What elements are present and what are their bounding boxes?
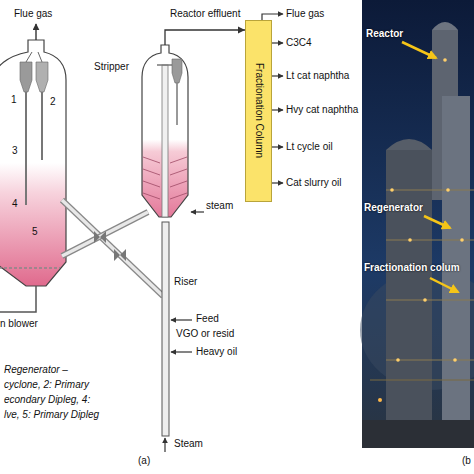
product-label: Lt cycle oil (286, 141, 333, 153)
callout-number: 5 (32, 226, 38, 238)
stripper-baffle (143, 181, 160, 187)
internal-riser (162, 65, 168, 217)
product-label: Flue gas (286, 8, 324, 20)
panel-label: (b (462, 455, 471, 467)
cyclone-dipleg (176, 83, 178, 125)
panel-label: (a) (138, 455, 150, 467)
caption-line: econdary Dipleg, 4: (4, 394, 90, 406)
stripper-baffle (170, 169, 187, 175)
stream-label: steam (206, 200, 233, 212)
reactor-stripper-vessel: Stripper (140, 45, 190, 225)
connector-line (165, 30, 245, 45)
caption-line: lve, 5: Primary Dipleg (4, 409, 99, 421)
plant-photo (360, 0, 474, 448)
stripper-baffle (143, 157, 160, 163)
connector-label: Reactor effluent (170, 8, 240, 20)
riser-termination (157, 64, 173, 66)
product-label: Cat slurry oil (286, 177, 342, 189)
product-label: Hvy cat naphtha (286, 104, 358, 116)
stream-label: Steam (174, 438, 203, 450)
stream-label: Heavy oil (196, 346, 237, 358)
vessel-label: Stripper (94, 61, 129, 73)
stripper-baffle (170, 181, 187, 187)
part-label: Riser (174, 276, 197, 288)
stripper-baffle (170, 193, 187, 199)
photo-label: Regenerator (364, 202, 423, 214)
catalyst-standpipes (62, 200, 163, 296)
callout-number: 2 (50, 96, 56, 108)
fractionation-column: Fractionation Column (245, 20, 272, 202)
flow-connector (165, 27, 245, 46)
stream-label: Flue gas (14, 8, 52, 20)
caption-line: Regenerator – (4, 364, 68, 376)
photo-label: Reactor (366, 28, 403, 40)
product-label: Lt cat naphtha (286, 70, 349, 82)
stream-label: VGO or resid (176, 328, 234, 340)
stripper-baffle (143, 193, 160, 199)
caption-line: cyclone, 2: Primary (4, 379, 89, 391)
reactor-cyclone (172, 59, 182, 83)
callout-number: 3 (12, 145, 18, 157)
arrow-head (238, 27, 245, 34)
air-line (0, 286, 36, 312)
regenerator-vessel (0, 24, 66, 286)
vessel-outline (140, 45, 190, 225)
part-label: n blower (0, 318, 38, 330)
column-label: Fractionation Column (253, 63, 265, 158)
product-label: C3C4 (286, 37, 312, 49)
stripper-baffle (143, 169, 160, 175)
photo-label: Fractionation colum (364, 262, 460, 274)
callout-number: 1 (11, 94, 17, 106)
vessel-shell (142, 45, 188, 217)
stream-label: Feed (196, 313, 219, 325)
stripper-baffle (170, 157, 187, 163)
callout-number: 4 (12, 198, 18, 210)
